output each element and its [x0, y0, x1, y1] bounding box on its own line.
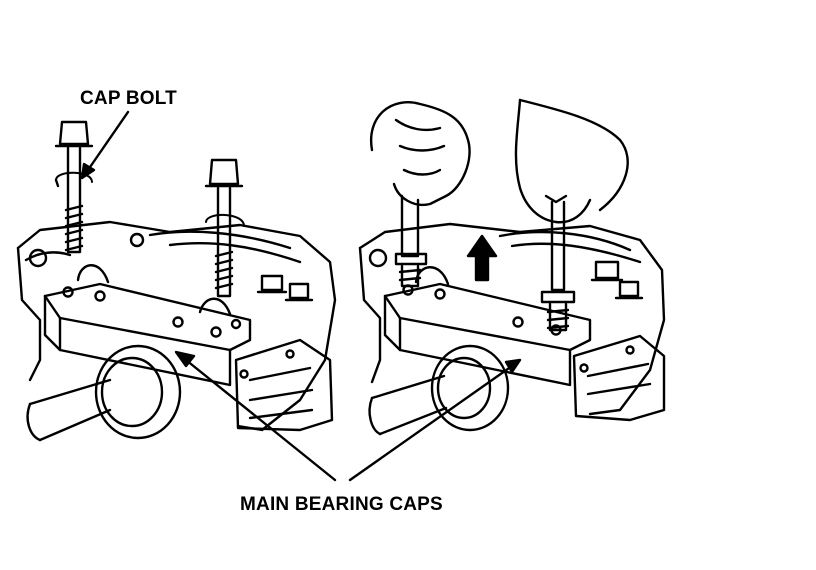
cap-bolt-label: CAP BOLT: [80, 88, 177, 109]
right-small-bolts: [590, 260, 644, 300]
main-bearing-caps-leaders: [174, 350, 522, 482]
lift-arrow-icon: [466, 234, 498, 282]
left-bearing-cap: [43, 282, 252, 387]
left-cap-bolt-raised: [54, 120, 94, 254]
right-crankshaft: [368, 344, 510, 436]
left-cap-bolt-right: [204, 158, 245, 298]
right-side-plate: [572, 334, 666, 422]
right-hand-left: [369, 101, 471, 288]
left-crankshaft: [26, 344, 182, 442]
right-bearing-cap: [383, 282, 592, 387]
right-hand-right: [514, 98, 629, 332]
left-engine-block: [16, 220, 337, 432]
main-bearing-caps-label: MAIN BEARING CAPS: [240, 494, 443, 515]
left-small-bolts: [256, 274, 314, 302]
cap-bolt-leader: [80, 110, 130, 180]
left-side-plate: [234, 338, 334, 432]
